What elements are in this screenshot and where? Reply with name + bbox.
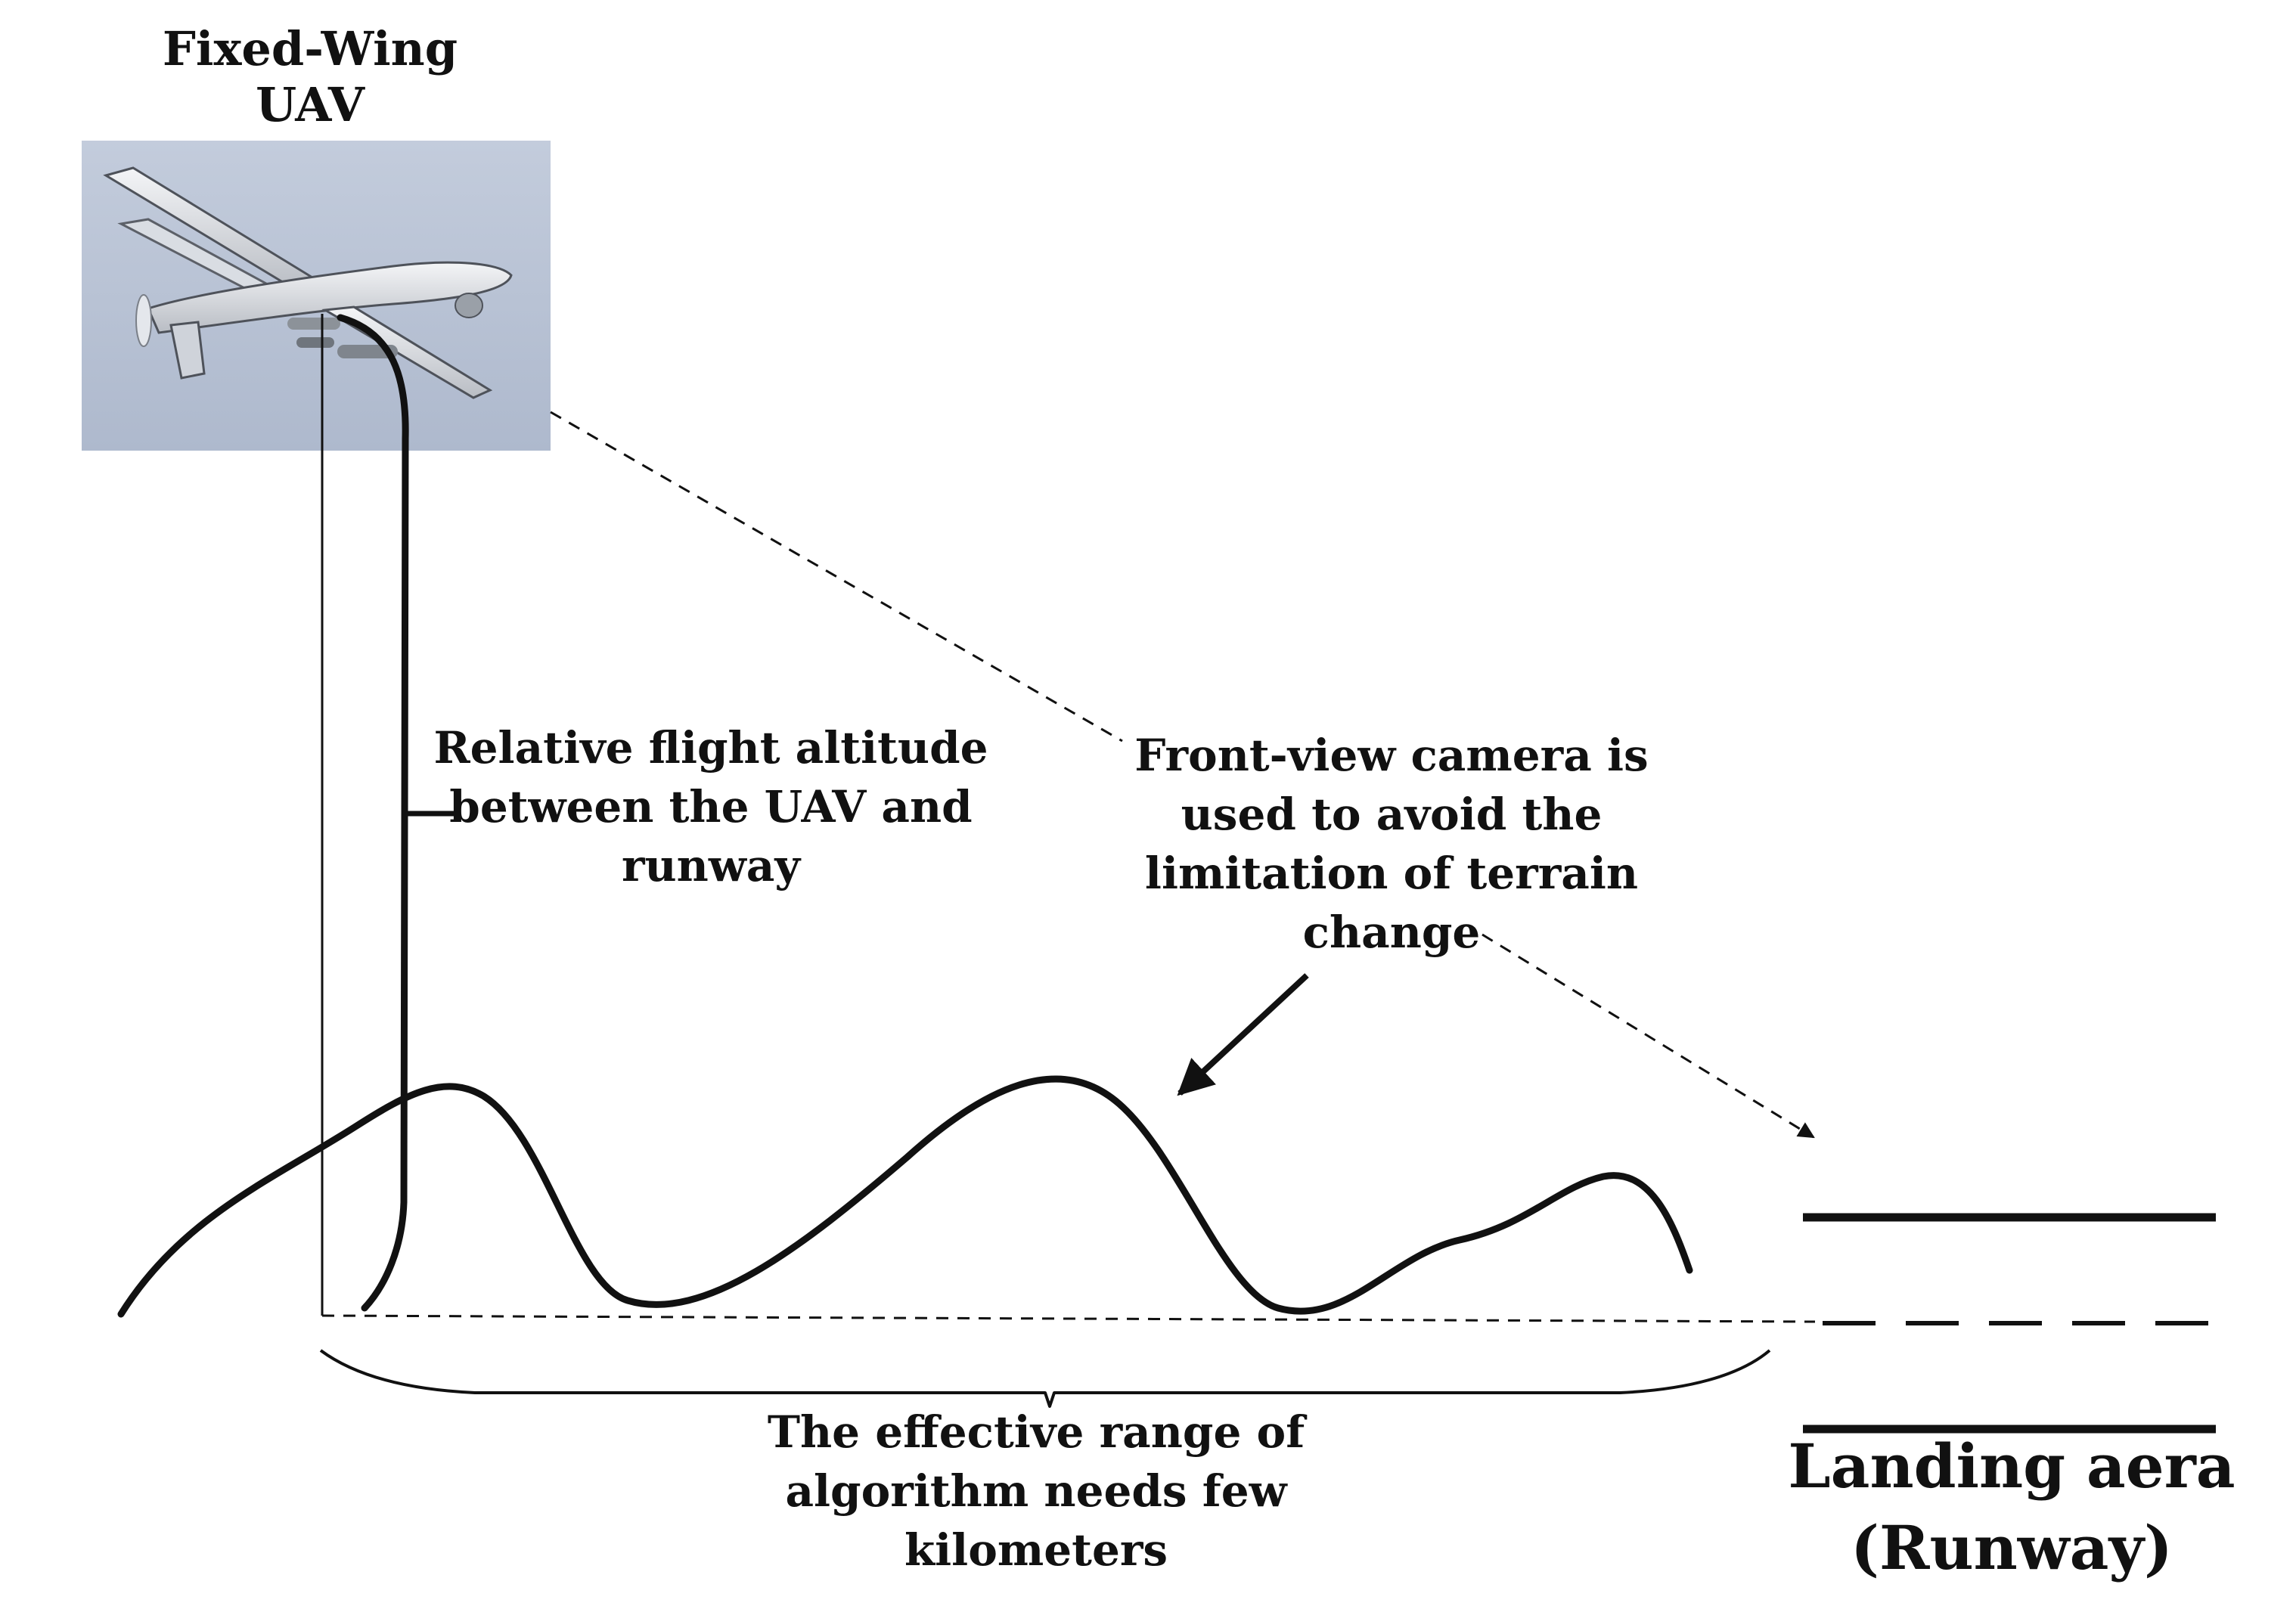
uav-photo [82,141,551,451]
range-label: The effective range of algorithm needs f… [767,1406,1305,1576]
camera-label: Front-view camera is used to avoid the l… [1134,730,1649,958]
reference-dashed-line [321,1314,1816,1323]
camera-sightline-lower [1482,933,1815,1139]
range-brace [319,1349,1771,1408]
camera-sightline-upper [550,411,1123,742]
runway [1803,1213,2216,1434]
altitude-curve [337,314,409,1312]
landing-area-label: Landing aera (Runway) [1788,1431,2235,1583]
uav-title: Fixed-Wing UAV [162,21,458,132]
altitude-label: Relative flight altitude between the UAV… [433,722,988,891]
terrain-pointer-arrow [1177,973,1309,1096]
terrain-profile [117,1075,1693,1318]
